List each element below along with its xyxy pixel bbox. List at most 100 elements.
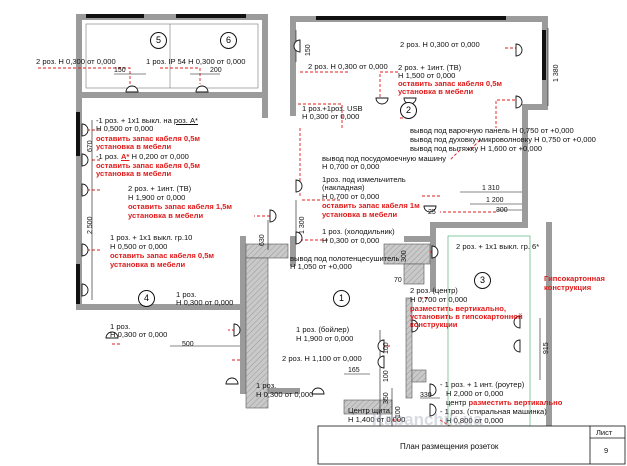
router-line2: H 2,000 от 0,000 (446, 389, 504, 398)
hob-outlet: вывод под варочную панель H 0,750 от +0,… (410, 126, 574, 135)
center-outlet-line2: H 0,700 от 0,000 (410, 295, 468, 304)
hatched-walls (245, 243, 431, 415)
dim-150-left: 150 (114, 67, 126, 74)
windows (76, 14, 546, 304)
dim-70: 70 (394, 277, 402, 284)
room4-b-note1: оставить запас кабеля 0,5м (96, 161, 201, 170)
watermark: Kabanchik.ua (372, 410, 483, 429)
dim-300: 300 (496, 207, 508, 214)
room4-a-line1: -1 роз. + 1x1 выкл. на роз. А* (96, 116, 199, 125)
room4-gr10-note2: установка в мебели (110, 260, 186, 269)
room4-b-line1: -1 роз. А* H 0,200 от 0,000 (96, 152, 189, 161)
center-outlet-line1: 2 роз. (центр) (410, 286, 458, 295)
room2-tv-line2: H 1,500 от 0,000 (398, 71, 456, 80)
center-note2: установить в гипсокартонной (410, 312, 523, 321)
boiler-line1: 1 роз. (бойлер) (296, 325, 350, 334)
room5-outlet-label: 2 роз. H 0,300 от 0,000 (36, 57, 116, 66)
room4-low-line2: H 0,300 от 0,000 (110, 330, 168, 339)
socket-symbols (81, 39, 523, 417)
room4-gr10-line2: H 0,500 от 0,000 (110, 242, 168, 251)
dim-630: 630 (259, 234, 266, 246)
sheet-number: 9 (604, 446, 609, 455)
chopper-line1: 1роз. под измельчитель (322, 175, 406, 184)
usb-outlet-line1: 1 роз.+1роз. USB (302, 104, 363, 113)
room4-tv-note1: оставить запас кабеля 1,5м (128, 202, 233, 211)
boiler-line2: H 1,900 от 0,000 (296, 334, 354, 343)
dishwasher-line1: вывод под посудомоечную машину (322, 154, 447, 163)
hood-outlet: вывод под вытяжку H 1,600 от +0,000 (410, 144, 543, 153)
dim-165: 165 (348, 367, 360, 374)
room-number-2: 2 (400, 102, 417, 119)
chopper-note1: оставить запас кабеля 1м (322, 201, 420, 210)
hall-outlet: 2 роз. H 1,100 от 0,000 (282, 354, 362, 363)
sheet-label: Лист (596, 428, 613, 437)
dim-500: 500 (182, 341, 194, 348)
router-line1: - 1 роз. + 1 инт. (роутер) (440, 380, 525, 389)
entry-outlet-line2: H 0,300 от 0,000 (256, 390, 314, 399)
title-block (317, 425, 626, 465)
room2-tv-note2: установка в мебели (398, 87, 474, 96)
drywall-label-line2: конструкция (544, 283, 592, 292)
fridge-line2: H 0,300 от 0,000 (322, 236, 380, 245)
chopper-line3: H 0,700 от 0,000 (322, 192, 380, 201)
towel-warmer-line1: вывод под полотенцесушитель (290, 254, 400, 263)
dim-300-b: 300 (401, 250, 408, 262)
dim-100-b: 100 (383, 370, 390, 382)
room6-outlet-label: 1 роз. IP 54 H 0,300 от 0,000 (146, 57, 246, 66)
room2-tv-line1: 2 роз. + 1инт. (ТВ) (398, 63, 462, 72)
room4-gr10-note1: оставить запас кабеля 0,5м (110, 251, 215, 260)
panel-center-line1: Центр щита (348, 406, 390, 415)
dim-25: 25 (428, 209, 436, 216)
center-note1: разместить вертикально, (410, 304, 506, 313)
room-number-5: 5 (150, 32, 167, 49)
dim-350: 350 (383, 392, 390, 404)
fridge-line1: 1 роз. (холодильник) (322, 227, 395, 236)
room4-a-note2: установка в мебели (96, 142, 172, 151)
dim-1310: 1 310 (482, 185, 500, 192)
room4-a-line2: H 0,500 от 0,000 (96, 124, 154, 133)
chopper-line2: (накладная) (322, 183, 365, 192)
room4-mid-line2: H 0,300 от 0,000 (176, 298, 234, 307)
room4-low-line1: 1 роз. (110, 322, 131, 331)
dim-200: 200 (210, 67, 222, 74)
plan-title: План размещения розеток (400, 442, 499, 451)
room2-top-mid-outlet: 2 роз. H 0,300 от 0,000 (308, 62, 388, 71)
room4-tv-note2: установка в мебели (128, 211, 204, 220)
dim-915: 915 (543, 342, 550, 354)
towel-warmer-line2: H 1,050 от +0,000 (290, 262, 352, 271)
room4-tv-line2: H 1,900 от 0,000 (128, 193, 186, 202)
panel-center-line2: H 1,400 от 0,000 (348, 415, 406, 424)
room4-tv-line1: 2 роз. + 1инт. (ТВ) (128, 184, 192, 193)
room2-tv-note1: оставить запас кабеля 0,5м (398, 79, 503, 88)
chopper-note2: установка в мебели (322, 210, 398, 219)
dim-670: 670 (87, 140, 94, 152)
dim-150-top: 150 (305, 44, 312, 56)
washer-line2: H 0,800 от 0,000 (446, 416, 504, 425)
dim-1200: 1 200 (486, 197, 504, 204)
room2-top-right-outlet: 2 роз. H 0,300 от 0,000 (400, 40, 480, 49)
washer-line1: - 1 роз. (стиральная машинка) (440, 407, 547, 416)
dim-100-a: 100 (383, 342, 390, 354)
room4-mid-line1: 1 роз. (176, 290, 197, 299)
room-number-6: 6 (220, 32, 237, 49)
room-number-4: 4 (138, 290, 155, 307)
dim-1300: 1 300 (299, 216, 306, 234)
room-number-1: 1 (333, 290, 350, 307)
group6-outlet: 2 роз. + 1x1 выкл. гр. 6* (456, 242, 540, 251)
usb-outlet-line2: H 0,300 от 0,000 (302, 112, 360, 121)
router-note: центр разместить вертикально (446, 398, 563, 407)
dishwasher-line2: H 0,700 от 0,000 (322, 162, 380, 171)
dim-2500: 2 500 (87, 216, 94, 234)
room4-gr10-line1: 1 роз. + 1x1 выкл. гр.10 (110, 233, 193, 242)
oven-outlet: вывод под духовку-микроволновку H 0,750 … (410, 135, 596, 144)
room4-b-note2: установка в мебели (96, 169, 172, 178)
room-number-3: 3 (474, 272, 491, 289)
room4-a-note1: оставить запас кабеля 0,5м (96, 134, 201, 143)
dim-1380: 1 380 (553, 64, 560, 82)
dim-330: 330 (420, 392, 432, 399)
drywall-label-line1: Гипсокартонная (544, 274, 605, 283)
entry-outlet-line1: 1 роз. (256, 381, 277, 390)
walls (76, 14, 552, 432)
